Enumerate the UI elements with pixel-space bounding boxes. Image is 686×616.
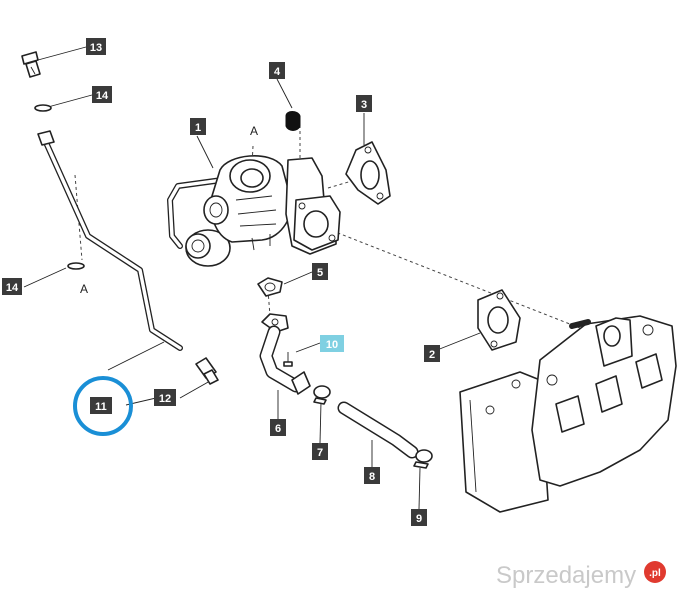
part-13-banjo-bolt	[21, 51, 41, 78]
callout-4-label: 4	[274, 66, 281, 78]
callout-12-label: 12	[159, 393, 171, 405]
part-6-oil-return-pipe	[259, 313, 311, 395]
callout-14-bottom[interactable]: 14	[2, 278, 22, 295]
part-12-adapter	[195, 357, 219, 385]
part-3-gasket	[345, 141, 391, 205]
watermark-badge: .pl	[649, 568, 661, 579]
exhaust-manifold	[459, 315, 677, 513]
part-9-clamp	[413, 449, 433, 469]
part-5-gasket	[257, 277, 283, 297]
callout-10[interactable]: 10	[320, 335, 344, 352]
callout-12[interactable]: 12	[154, 389, 176, 406]
callout-1-label: 1	[195, 122, 201, 134]
oil-feed-pipe	[37, 130, 183, 351]
watermark: Sprzedajemy .pl	[496, 561, 666, 589]
reference-a-top: A	[250, 124, 258, 138]
callout-3[interactable]: 3	[356, 95, 372, 112]
callout-7-label: 7	[317, 447, 323, 459]
watermark-text: Sprzedajemy	[496, 562, 636, 589]
callout-3-label: 3	[361, 99, 367, 111]
part-7-clamp	[313, 385, 331, 405]
callout-6-label: 6	[275, 423, 281, 435]
callout-8-label: 8	[369, 471, 375, 483]
callout-14-top-label: 14	[96, 90, 109, 102]
part-14-washer-bottom	[67, 262, 85, 270]
part-10-bolt	[283, 352, 293, 367]
reference-a-bottom: A	[80, 282, 88, 296]
part-1-turbocharger	[167, 155, 341, 267]
callout-4[interactable]: 4	[269, 62, 285, 79]
highlight-ring	[73, 376, 133, 436]
callout-6[interactable]: 6	[270, 419, 286, 436]
callout-14-top[interactable]: 14	[92, 86, 112, 103]
callout-5[interactable]: 5	[312, 263, 328, 280]
callout-13-label: 13	[90, 42, 102, 54]
part-14-washer-top	[34, 104, 52, 112]
callout-10-label: 10	[326, 339, 338, 351]
callout-1[interactable]: 1	[190, 118, 206, 135]
part-8-hose	[337, 401, 419, 459]
callout-2[interactable]: 2	[424, 345, 440, 362]
part-4-plug	[285, 111, 301, 131]
callout-7[interactable]: 7	[312, 443, 328, 460]
callout-9[interactable]: 9	[411, 509, 427, 526]
callout-9-label: 9	[416, 513, 422, 525]
callout-8[interactable]: 8	[364, 467, 380, 484]
callout-14-bottom-label: 14	[6, 282, 19, 294]
callout-5-label: 5	[317, 267, 323, 279]
callout-2-label: 2	[429, 349, 435, 361]
callout-11-label: 11	[95, 401, 107, 413]
callout-11[interactable]: 11	[90, 397, 112, 414]
callout-13[interactable]: 13	[86, 38, 106, 55]
part-2-gasket	[477, 289, 521, 351]
leader-lines	[23, 46, 481, 510]
